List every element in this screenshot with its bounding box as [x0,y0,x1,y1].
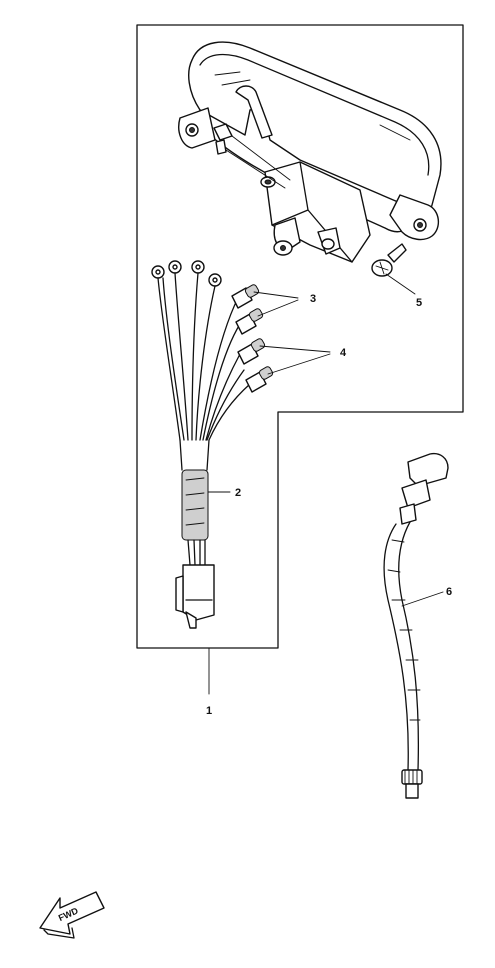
leader-6 [401,591,444,607]
wire-harness [151,260,274,629]
speedometer-cable [383,452,449,799]
screw-part-5 [371,243,407,277]
leader-4b [267,353,331,375]
callout-6: 6 [446,586,452,598]
meter-housing [178,41,442,263]
callout-4: 4 [340,347,347,359]
callout-1: 1 [206,705,212,717]
bulb-socket-upper-2 [235,308,264,335]
bulb-socket-lower-2 [245,366,274,393]
callout-3: 3 [310,293,316,305]
harness-coupler [175,564,215,629]
leader-housing-a [225,149,286,189]
leader-housing-b [231,135,291,181]
leader-3a [253,291,299,299]
callout-2: 2 [235,487,241,499]
leader-4a [259,345,331,353]
leader-3b [257,299,299,317]
leader-5 [385,273,416,295]
callout-5: 5 [416,297,422,309]
bulb-socket-lower-1 [237,338,266,365]
fwd-arrow-icon: FWD [39,891,105,939]
assembly-boundary [136,24,464,649]
tape-sleeve [181,469,209,541]
bulb-socket-upper-1 [231,284,260,309]
